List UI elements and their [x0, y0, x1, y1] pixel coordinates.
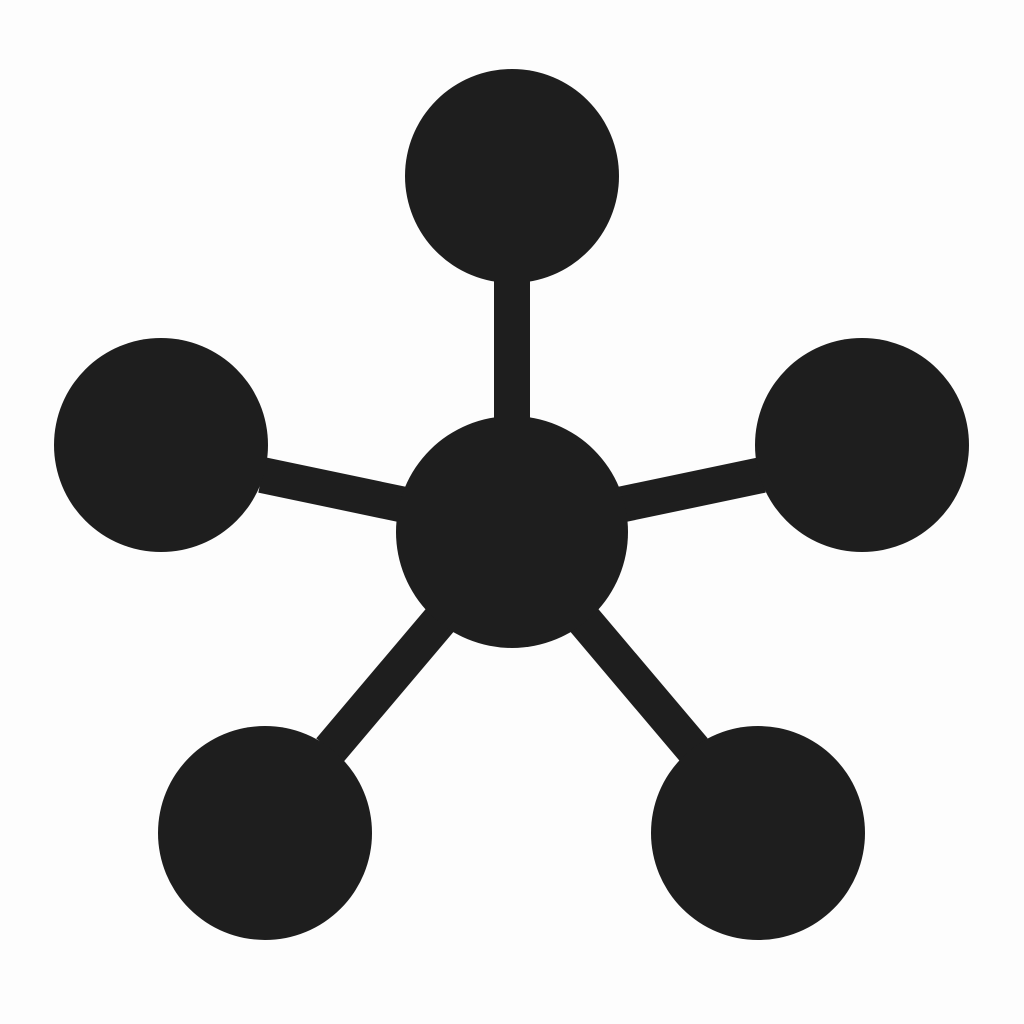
- node-left: [54, 338, 268, 552]
- link-right: [615, 457, 766, 523]
- node-right: [755, 338, 969, 552]
- link-bottom-left: [316, 608, 454, 762]
- link-left: [258, 457, 409, 523]
- node-bottom-right: [651, 726, 865, 940]
- node-bottom-left: [158, 726, 372, 940]
- link-bottom-right: [570, 608, 708, 762]
- node-center: [396, 416, 628, 648]
- node-top: [405, 69, 619, 283]
